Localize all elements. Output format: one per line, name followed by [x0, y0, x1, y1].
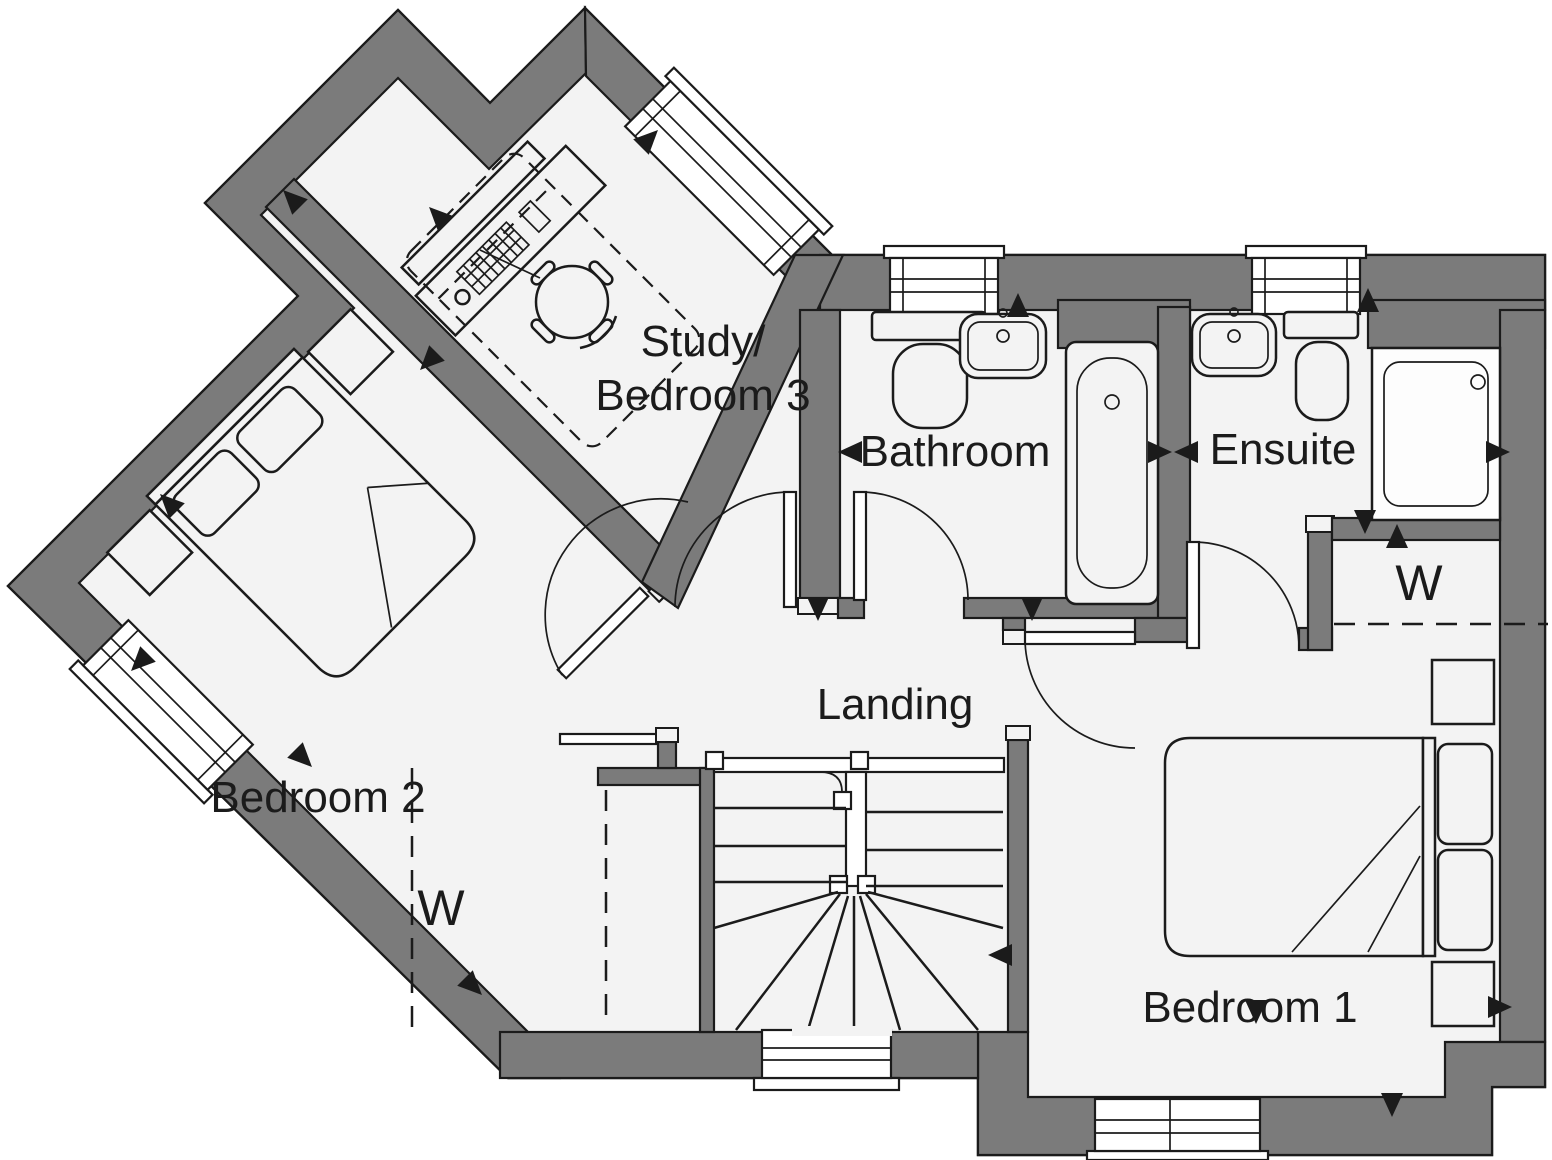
- wall-end-cap: [1002, 629, 1026, 645]
- room-label-bedroom2: Bedroom 2: [210, 773, 425, 822]
- window-bedroom2: [68, 618, 255, 805]
- wall-bedroom1-north: [1133, 616, 1192, 644]
- newel-post: [832, 790, 853, 811]
- bedside-table: [1430, 960, 1496, 1028]
- room-label-wardrobe-bedroom2: W: [417, 880, 465, 936]
- dashed-bed-outline: [405, 152, 701, 448]
- sink-ensuite: [1190, 307, 1278, 378]
- wall-bathroom-south: [836, 596, 866, 620]
- door-ensuite: [1185, 540, 1300, 650]
- room-label-study-line1: Study/: [641, 317, 767, 366]
- desk: [399, 139, 608, 338]
- door-study: [674, 490, 798, 609]
- bedside-table: [1430, 658, 1496, 726]
- room-label-bathroom: Bathroom: [860, 427, 1051, 476]
- wall-end-cap: [1305, 515, 1335, 533]
- window-bedroom1: [1085, 1097, 1270, 1160]
- room-label-ensuite: Ensuite: [1210, 425, 1357, 474]
- wall-jamb: [1001, 616, 1027, 632]
- doors: [544, 490, 1300, 749]
- mouse-icon: [454, 288, 471, 306]
- wall-landing-bedroom1: [1006, 738, 1030, 1034]
- windows: [68, 66, 1368, 1160]
- office-chair: [479, 249, 618, 350]
- toilet-ensuite: [1282, 310, 1360, 422]
- pillow: [1436, 848, 1494, 952]
- toilet-bathroom: [870, 310, 988, 430]
- wall-study-southeast: [640, 253, 845, 610]
- pillow: [236, 385, 324, 474]
- window-stairs: [752, 1028, 901, 1092]
- wall-bath-ensuite: [1156, 305, 1192, 620]
- double-bed-bedroom1: [1163, 658, 1496, 1028]
- wall-wardrobe-west: [1306, 516, 1334, 652]
- bathtub: [1064, 340, 1160, 606]
- wall-closet-top: [596, 766, 709, 787]
- wall-end-cap: [1005, 725, 1031, 741]
- window-bathroom: [882, 244, 1006, 316]
- window-ensuite: [1244, 244, 1368, 316]
- window-study: [623, 66, 834, 277]
- door-bedroom1: [1023, 630, 1137, 749]
- room-label-wardrobe-ensuite: W: [1395, 555, 1443, 611]
- wall-closet-stub: [656, 740, 678, 770]
- wall-end-cap: [655, 727, 679, 743]
- staircase: [704, 750, 1006, 1036]
- wall-east: [1498, 308, 1547, 1044]
- door-bathroom: [852, 490, 969, 602]
- wall-bathroom-west: [798, 308, 842, 600]
- bedside-table: [105, 508, 194, 597]
- pillow: [172, 449, 260, 537]
- door-jamb-rail: [558, 732, 660, 746]
- newel-post: [828, 874, 849, 895]
- room-label-landing: Landing: [817, 680, 974, 729]
- double-bed-bedroom2: [105, 307, 476, 678]
- wall-wardrobe-north: [1330, 516, 1502, 542]
- newel-post: [704, 750, 725, 771]
- shower-tray: [1370, 346, 1502, 522]
- sink-bathroom: [958, 308, 1048, 380]
- newel-post: [856, 874, 877, 895]
- pillow: [1436, 742, 1494, 846]
- wall-stairs-west: [698, 766, 716, 1034]
- wall-south-stairs: [498, 1030, 980, 1080]
- newel-post: [849, 750, 870, 771]
- door-bedroom2: [544, 498, 689, 680]
- room-label-study-line2: Bedroom 3: [595, 371, 810, 420]
- interior-walls: [264, 177, 1502, 1034]
- bedside-table: [306, 307, 395, 396]
